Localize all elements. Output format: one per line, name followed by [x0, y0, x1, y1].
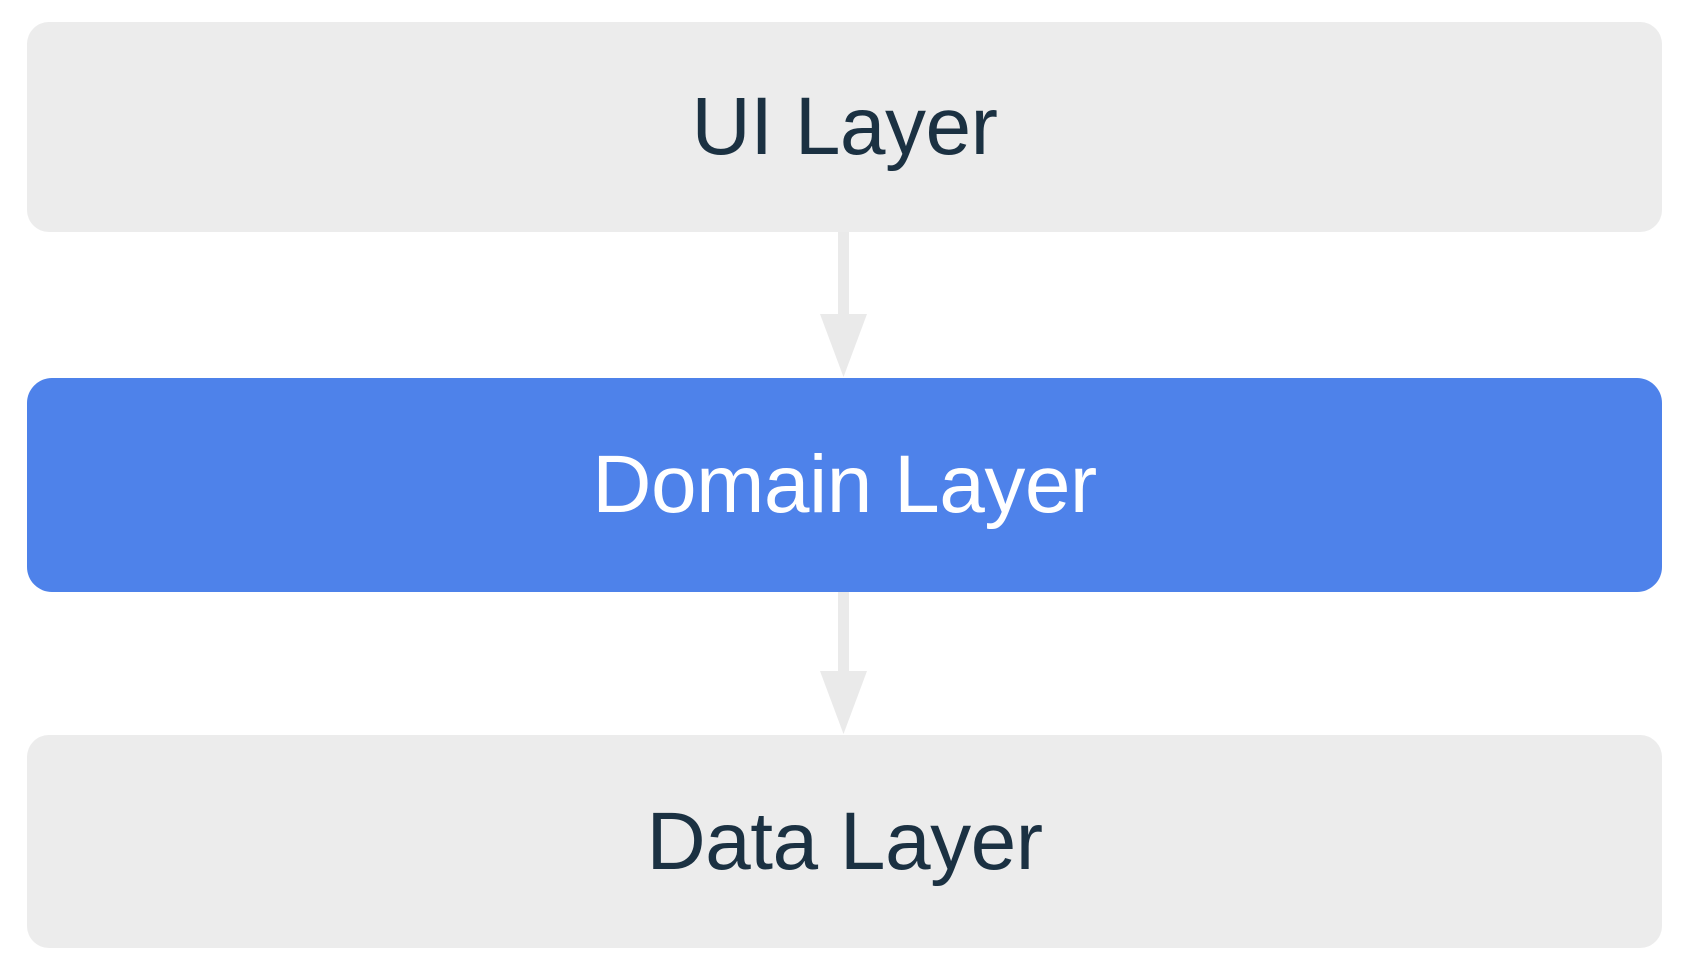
node-data-layer[interactable]: Data Layer — [27, 735, 1662, 948]
arrow-down-icon — [820, 232, 867, 377]
node-domain-layer-label: Domain Layer — [592, 439, 1097, 530]
node-ui-layer-label: UI Layer — [691, 81, 998, 172]
node-data-layer-label: Data Layer — [646, 795, 1043, 887]
edge-ui-to-domain — [0, 232, 1687, 378]
node-domain-layer[interactable]: Domain Layer — [27, 378, 1662, 592]
arrow-down-icon — [820, 592, 867, 734]
node-ui-layer[interactable]: UI Layer — [27, 22, 1662, 232]
edge-domain-to-data — [0, 592, 1687, 735]
